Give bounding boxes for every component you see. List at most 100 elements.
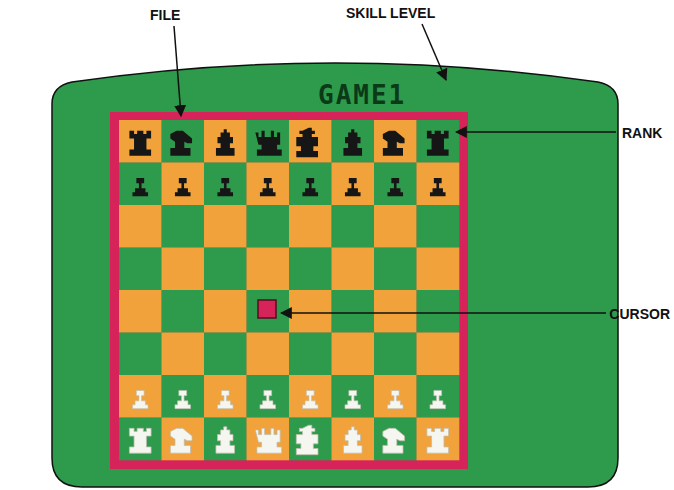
board-square xyxy=(289,375,332,418)
callout-label: FILE xyxy=(150,8,180,22)
board-square xyxy=(247,333,290,376)
board-square xyxy=(332,375,375,418)
board-square xyxy=(289,205,332,248)
board-square xyxy=(332,333,375,376)
chess-piece xyxy=(255,428,281,453)
board-square xyxy=(119,418,162,461)
board-square xyxy=(119,375,162,418)
board-square xyxy=(204,333,247,376)
board-square xyxy=(332,163,375,206)
board-square xyxy=(417,120,460,163)
chess-piece xyxy=(216,427,235,453)
callout-label: SKILL LEVEL xyxy=(346,6,435,20)
board-square xyxy=(247,248,290,291)
board-square xyxy=(417,205,460,248)
chess-piece xyxy=(217,178,233,196)
tv-screen xyxy=(52,63,618,487)
board-square xyxy=(332,290,375,333)
board-square xyxy=(162,418,205,461)
board-square xyxy=(247,163,290,206)
board-square xyxy=(289,418,332,461)
board-square xyxy=(374,333,417,376)
board-square xyxy=(247,120,290,163)
chess-piece xyxy=(387,178,403,196)
board-square xyxy=(332,120,375,163)
chess-board xyxy=(119,120,459,460)
board-square xyxy=(417,290,460,333)
chess-piece xyxy=(216,129,235,155)
board-square xyxy=(374,120,417,163)
chess-piece xyxy=(302,390,318,408)
board-square xyxy=(204,290,247,333)
board-square xyxy=(204,205,247,248)
board-square xyxy=(162,333,205,376)
chess-piece xyxy=(217,390,233,408)
board-square xyxy=(417,418,460,461)
chess-piece xyxy=(175,178,191,196)
board-square xyxy=(289,248,332,291)
board-square xyxy=(247,290,290,333)
board-square xyxy=(119,120,162,163)
board-square xyxy=(374,290,417,333)
chess-piece xyxy=(132,390,148,408)
leader-arrow xyxy=(422,24,446,80)
chess-piece xyxy=(345,178,361,196)
chess-piece xyxy=(129,131,151,156)
callout-label: CURSOR xyxy=(609,307,670,321)
chess-piece xyxy=(296,425,318,454)
cursor-square xyxy=(258,300,276,318)
chess-piece xyxy=(170,428,192,453)
board-square xyxy=(289,163,332,206)
chess-piece xyxy=(132,178,148,196)
chess-piece xyxy=(170,131,192,156)
chess-piece xyxy=(255,131,281,156)
board-square xyxy=(119,290,162,333)
leader-arrow xyxy=(281,312,606,314)
board-square xyxy=(332,418,375,461)
leader-arrow xyxy=(456,131,616,133)
board-square xyxy=(162,248,205,291)
board-square xyxy=(204,120,247,163)
board-square xyxy=(417,375,460,418)
board-square xyxy=(374,205,417,248)
chess-piece xyxy=(427,428,449,453)
board-square xyxy=(162,290,205,333)
board-square xyxy=(374,163,417,206)
chess-piece xyxy=(302,178,318,196)
chess-piece xyxy=(430,178,446,196)
chess-piece xyxy=(343,427,362,453)
board-square xyxy=(417,248,460,291)
board-square xyxy=(289,290,332,333)
chess-piece xyxy=(175,390,191,408)
callout-label: RANK xyxy=(622,126,662,140)
board-square xyxy=(119,248,162,291)
board-square xyxy=(162,163,205,206)
board-square xyxy=(289,333,332,376)
chess-piece xyxy=(260,178,276,196)
board-square xyxy=(204,248,247,291)
chess-piece xyxy=(296,128,318,157)
board-square xyxy=(204,418,247,461)
board-square xyxy=(204,163,247,206)
chess-piece xyxy=(383,428,405,453)
board-square xyxy=(374,375,417,418)
board-square xyxy=(204,375,247,418)
board-square xyxy=(417,333,460,376)
leader-arrow xyxy=(174,26,181,116)
board-square xyxy=(162,205,205,248)
board-square xyxy=(162,120,205,163)
board-square xyxy=(289,120,332,163)
board-square xyxy=(247,205,290,248)
board-square xyxy=(119,163,162,206)
board-square xyxy=(119,333,162,376)
board-square xyxy=(374,248,417,291)
chess-piece xyxy=(387,390,403,408)
chess-piece xyxy=(430,390,446,408)
board-square xyxy=(374,418,417,461)
chess-piece xyxy=(427,131,449,156)
board-square xyxy=(332,248,375,291)
chess-piece xyxy=(129,428,151,453)
chess-piece xyxy=(343,129,362,155)
board-square xyxy=(119,205,162,248)
